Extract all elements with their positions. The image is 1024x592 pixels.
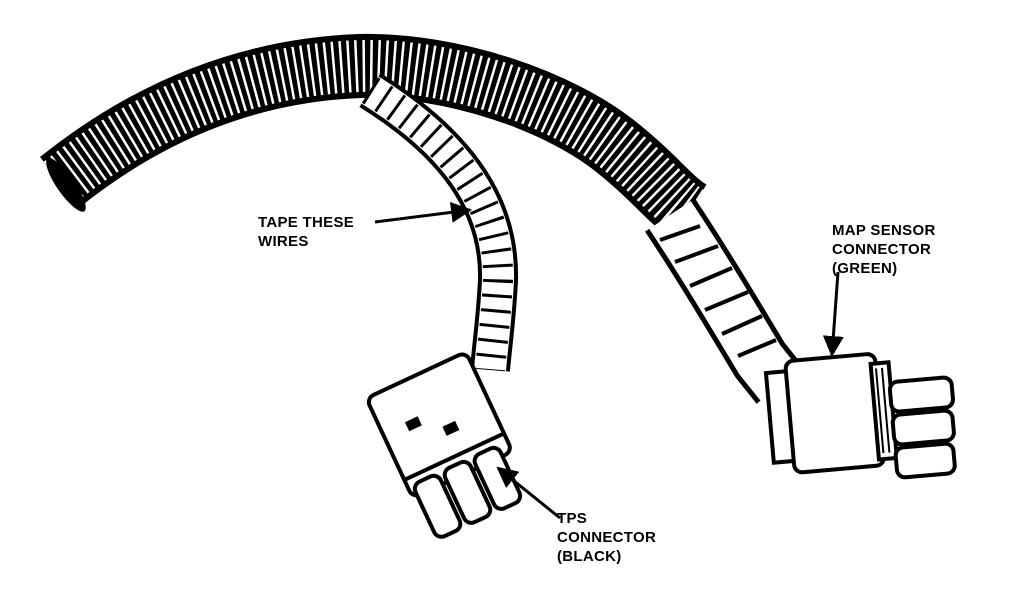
map-sensor-label-line-2: CONNECTOR <box>832 241 932 258</box>
tape-wires-label-line-1: TAPE THESE <box>258 214 355 231</box>
tps-connector-label: TPS CONNECTOR (BLACK) <box>557 509 656 566</box>
corrugated-conduit <box>40 33 708 240</box>
map-wire-branch <box>645 198 804 404</box>
map-sensor-label-line-1: MAP SENSOR <box>832 222 936 239</box>
conduit-end <box>46 158 86 212</box>
tps-leader <box>496 466 561 520</box>
map-sensor-connector <box>763 352 957 480</box>
tps-label-line-2: CONNECTOR <box>557 529 657 546</box>
tape-wires-label: TAPE THESE WIRES <box>258 213 354 251</box>
map-sensor-leader <box>822 271 844 358</box>
tape-wires-leader <box>374 201 473 224</box>
tps-label-line-1: TPS <box>557 510 588 527</box>
tps-wire-branch <box>359 73 519 372</box>
tps-connector <box>366 352 523 539</box>
map-sensor-label-line-3: (GREEN) <box>832 260 898 277</box>
tps-label-line-3: (BLACK) <box>557 548 622 565</box>
map-sensor-label: MAP SENSOR CONNECTOR (GREEN) <box>832 221 936 278</box>
tape-wires-label-line-2: WIRES <box>258 233 309 250</box>
